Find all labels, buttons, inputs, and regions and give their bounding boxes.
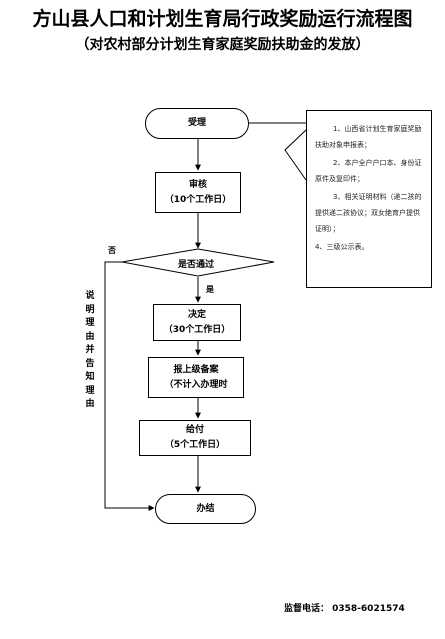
material-item: 1、山西省计划生育家庭奖励扶助对象申报表；: [315, 125, 422, 149]
note-pointer: [284, 129, 307, 181]
report-label: 报上级备案: [173, 364, 219, 375]
review-label: 审核: [188, 179, 207, 190]
accept-label: 受理: [187, 118, 206, 128]
material-item: 3、相关证明材料（递二孩的提供递二孩协议；双女绝育户提供证明）；: [315, 193, 422, 233]
finish-label: 办结: [196, 503, 215, 514]
review-time: （10个工作日）: [164, 194, 232, 205]
review-node: 审核 （10个工作日）: [155, 172, 241, 213]
material-item: 2、本户全户户口本、身份证原件及复印件；: [315, 159, 422, 183]
arrow-reject-path: [104, 261, 155, 511]
material-item: 4、三级公示表。: [315, 243, 369, 251]
pay-node: 给付 （5个工作日）: [139, 420, 251, 456]
report-node: 报上级备案 （不计入办理时: [148, 357, 244, 398]
report-time: （不计入办理时: [164, 379, 228, 390]
decide-time: （30个工作日）: [163, 324, 231, 335]
page-subtitle: （对农村部分计划生育家庭奖励扶助金的发放）: [75, 37, 370, 53]
decide-label: 决定: [187, 309, 206, 320]
yes-label: 是: [206, 285, 214, 294]
accept-node: 受理: [145, 108, 249, 139]
supervision-phone: 监督电话： 0358-6021574: [284, 604, 405, 614]
decision-label: 是否通过: [178, 260, 215, 270]
no-label: 否: [108, 246, 116, 255]
materials-note: 1、山西省计划生育家庭奖励扶助对象申报表； 2、本户全户户口本、身份证原件及复印…: [306, 110, 432, 288]
finish-node: 办结: [155, 494, 256, 524]
decide-node: 决定 （30个工作日）: [153, 304, 241, 341]
pay-time: （5个工作日）: [164, 440, 226, 450]
decision-diamond: [121, 248, 275, 277]
page-title: 方山县人口和计划生育局行政奖励运行流程图: [32, 8, 413, 30]
pay-label: 给付: [185, 425, 204, 435]
reject-note: 说明理由并告知理由: [85, 291, 95, 409]
